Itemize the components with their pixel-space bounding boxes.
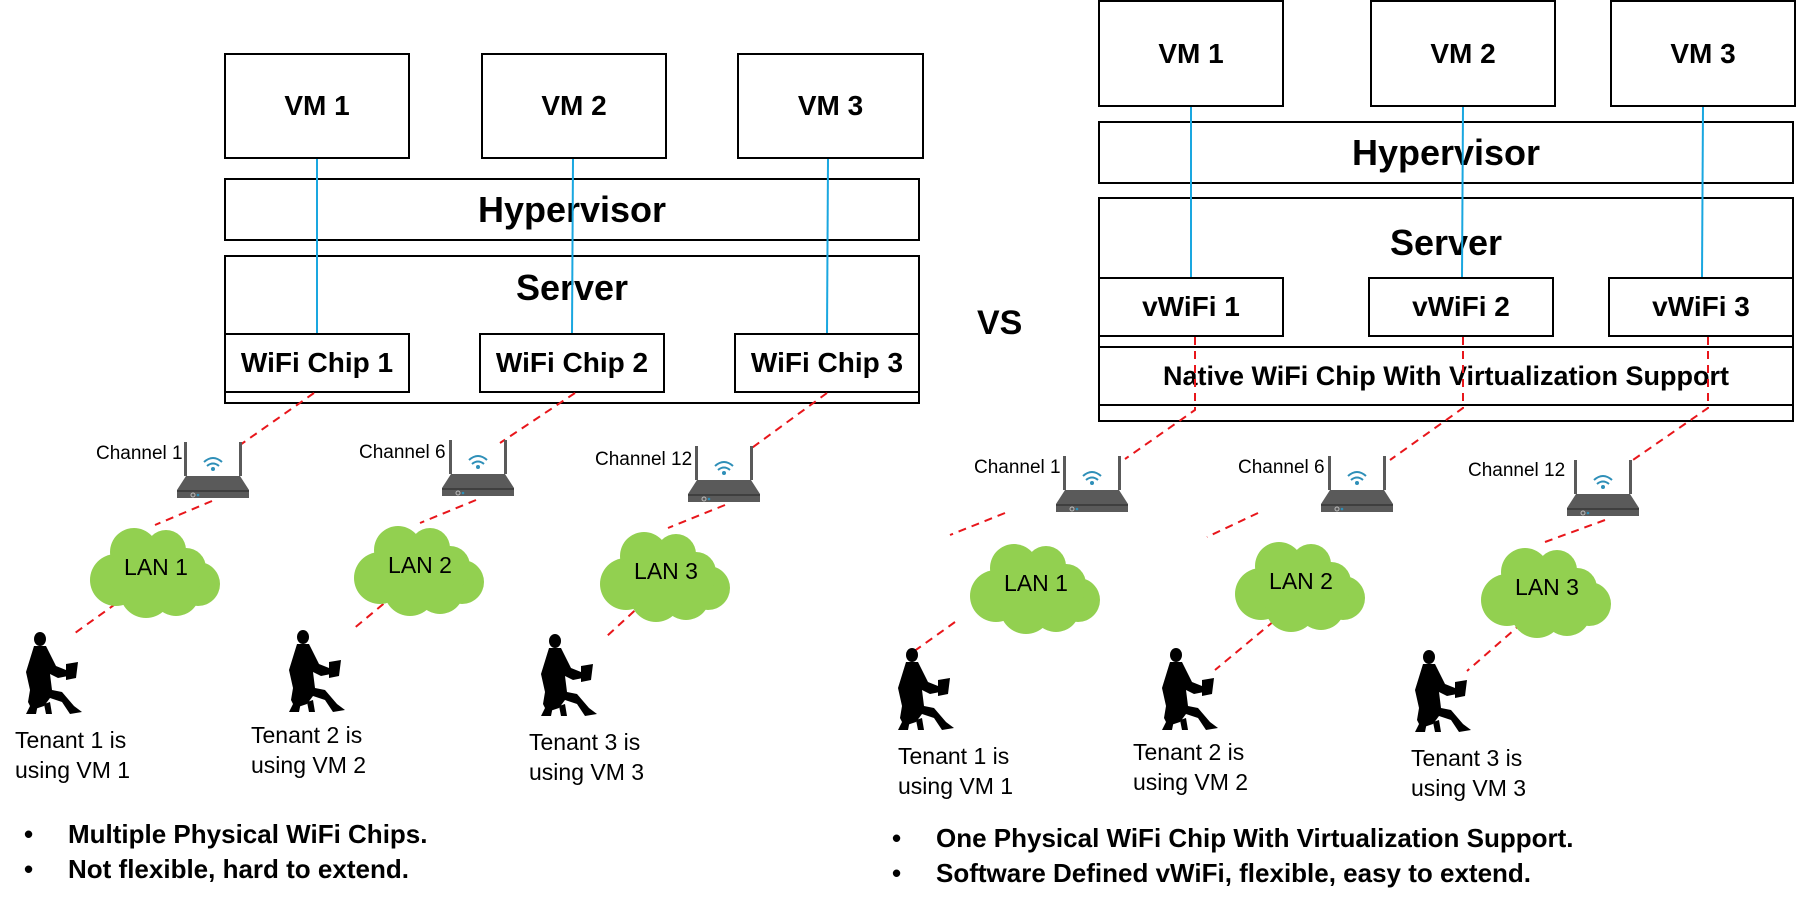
cloud-icon: [354, 526, 484, 616]
wifi-signal-icon: [1347, 471, 1367, 481]
right-router1-cloud-link: [949, 512, 1006, 536]
right-vm-2: VM 2: [1370, 0, 1556, 107]
router-antenna: [1063, 456, 1066, 490]
right-hypervisor: Hypervisor: [1098, 121, 1794, 184]
router-body: [442, 474, 514, 496]
lan-label: LAN 2: [1269, 568, 1333, 594]
left-channel-label-1: Channel 1: [96, 443, 183, 464]
router-icon: [442, 440, 514, 496]
left-wifi-chip-1: WiFi Chip 1: [224, 333, 410, 393]
right-lan-cloud-3: LAN 3: [1477, 540, 1617, 640]
cloud-icon: [90, 528, 220, 618]
wifi-signal-icon: [468, 455, 488, 465]
router-icon: [1056, 456, 1128, 512]
right-channel-label-3: Channel 12: [1468, 460, 1566, 481]
wifi-signal-icon: [714, 461, 734, 471]
right-vm-1: VM 1: [1098, 0, 1284, 107]
left-wifi-chip-2: WiFi Chip 2: [479, 333, 665, 393]
router-icon: [1567, 460, 1639, 516]
left-channel-label-2: Channel 6: [359, 442, 446, 463]
right-lan-cloud-1: LAN 1: [966, 536, 1106, 636]
router-antenna: [504, 440, 507, 474]
left-wifi-chip-3: WiFi Chip 3: [734, 333, 920, 393]
right-bullet: One Physical WiFi Chip With Virtualizati…: [888, 821, 1574, 856]
left-bullet-list: Multiple Physical WiFi Chips. Not flexib…: [20, 817, 427, 887]
router-antenna: [449, 440, 452, 474]
left-lan-cloud-3: LAN 3: [596, 524, 736, 624]
wifi-signal-icon: [203, 457, 223, 467]
router-antenna: [184, 442, 187, 476]
cloud-icon: [970, 544, 1100, 634]
router-body: [1567, 494, 1639, 516]
right-vwifi-3: vWiFi 3: [1608, 277, 1794, 337]
router-icon: [688, 446, 760, 502]
router-antenna: [1629, 460, 1632, 494]
router-antenna: [695, 446, 698, 480]
left-lan-cloud-2: LAN 2: [350, 518, 490, 618]
router-antenna: [1328, 456, 1331, 490]
left-channel-label-3: Channel 12: [595, 449, 693, 470]
router-icon: [177, 442, 249, 498]
router-antenna: [1574, 460, 1577, 494]
right-server-title: Server: [1389, 222, 1503, 263]
lan-label: LAN 1: [1004, 570, 1068, 596]
tenant-person-icon: [1415, 650, 1471, 732]
right-native-wifi-chip: Native WiFi Chip With Virtualization Sup…: [1098, 346, 1794, 406]
cloud-icon: [600, 532, 730, 622]
right-vwifi-1: vWiFi 1: [1098, 277, 1284, 337]
tenant-person-icon: [289, 630, 345, 712]
wifi-signal-icon: [1593, 475, 1613, 485]
right-router3-cloud-link: [1544, 519, 1606, 543]
right-bullet: Software Defined vWiFi, flexible, easy t…: [888, 856, 1574, 891]
wifi-signal-icon: [1082, 471, 1102, 481]
left-server-title: Server: [515, 267, 629, 308]
router-icon: [1321, 456, 1393, 512]
left-bullet: Not flexible, hard to extend.: [20, 852, 427, 887]
right-channel-label-2: Channel 6: [1238, 457, 1325, 478]
right-vwifi-2: vWiFi 2: [1368, 277, 1554, 337]
vs-label: VS: [977, 304, 1023, 342]
router-body: [1056, 490, 1128, 512]
router-antenna: [750, 446, 753, 480]
right-bullet-list: One Physical WiFi Chip With Virtualizati…: [888, 821, 1574, 891]
left-vm-2: VM 2: [481, 53, 667, 159]
cloud-icon: [1481, 548, 1611, 638]
tenant-person-icon: [898, 648, 954, 730]
router-body: [688, 480, 760, 502]
router-body: [1321, 490, 1393, 512]
tenant-person-icon: [26, 632, 82, 714]
left-lan-cloud-1: LAN 1: [86, 520, 226, 620]
left-hypervisor: Hypervisor: [224, 178, 920, 241]
right-vm-3: VM 3: [1610, 0, 1796, 107]
right-lan-cloud-2: LAN 2: [1231, 534, 1371, 634]
router-antenna: [1383, 456, 1386, 490]
lan-label: LAN 1: [124, 554, 188, 580]
lan-label: LAN 3: [634, 558, 698, 584]
tenant-person-icon: [1162, 648, 1218, 730]
router-antenna: [1118, 456, 1121, 490]
left-vm-1: VM 1: [224, 53, 410, 159]
left-vm-3: VM 3: [737, 53, 924, 159]
right-channel-label-1: Channel 1: [974, 457, 1061, 478]
tenant-person-icon: [541, 634, 597, 716]
router-body: [177, 476, 249, 498]
router-antenna: [239, 442, 242, 476]
lan-label: LAN 2: [388, 552, 452, 578]
lan-label: LAN 3: [1515, 574, 1579, 600]
left-bullet: Multiple Physical WiFi Chips.: [20, 817, 427, 852]
cloud-icon: [1235, 542, 1365, 632]
